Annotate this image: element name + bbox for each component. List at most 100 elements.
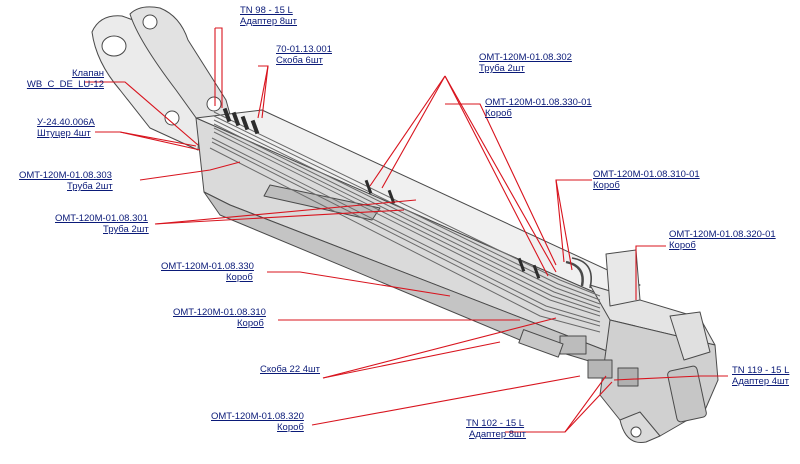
callout-tn119: TN 119 - 15 L Адаптер 4шт <box>732 365 789 387</box>
callout-klapan: Клапан WB_C_DE_LU-12 <box>24 68 104 90</box>
leader-truba-302-a <box>369 75 446 187</box>
side-lug-hole <box>164 110 180 126</box>
head-tube <box>667 365 707 423</box>
leader-truba-302-b <box>381 75 446 189</box>
leader-klapan <box>85 81 199 146</box>
leader-skoba-22-a <box>322 341 501 379</box>
beam-slot <box>263 184 381 221</box>
tube-line-6 <box>213 131 601 317</box>
leader-truba-302-d <box>444 75 549 277</box>
callout-truba-303-desc: Труба 2шт <box>67 181 113 192</box>
callout-korob-320: OMT-120M-01.08.320 Короб <box>211 411 304 433</box>
callout-tn98-part: TN 98 - 15 L <box>240 5 293 16</box>
tube-bundle <box>209 111 601 333</box>
callout-shtucer: У-24.40.006А Штуцер 4шт <box>37 117 95 139</box>
fitting-block-3 <box>617 367 639 387</box>
callout-klapan-part: Клапан <box>71 68 104 79</box>
callout-korob-330-01-part: OMT-120M-01.08.330-01 <box>485 97 592 108</box>
leader-korob-320 <box>311 375 581 426</box>
callout-truba-302-part: OMT-120M-01.08.302 <box>479 52 572 63</box>
callout-korob-320-01: OMT-120M-01.08.320-01 Короб <box>669 229 776 251</box>
callout-korob-310: OMT-120M-01.08.310 Короб <box>173 307 266 329</box>
callout-korob-320-part: OMT-120M-01.08.320 <box>211 411 304 422</box>
leader-tn98-b <box>215 27 223 108</box>
leader-korob-330 <box>267 271 451 297</box>
tube-line-4 <box>213 123 601 309</box>
leader-skoba-22-b <box>322 317 557 379</box>
leader-korob-320-01 <box>635 245 666 300</box>
callout-truba-302: OMT-120M-01.08.302 Труба 2шт <box>479 52 572 74</box>
tube-line-3 <box>213 119 601 305</box>
callout-truba-303-part: OMT-120M-01.08.303 <box>19 170 112 181</box>
callout-tn102-part: TN 102 - 15 L <box>466 418 525 429</box>
leader-korob-330-01 <box>445 103 557 266</box>
callout-tn98: TN 98 - 15 L Адаптер 8шт <box>240 5 297 27</box>
callout-korob-310-01: OMT-120M-01.08.310-01 Короб <box>593 169 700 191</box>
callout-korob-310-desc: Короб <box>237 318 264 329</box>
callout-truba-301-desc: Труба 2шт <box>103 224 149 235</box>
callout-truba-301-part: OMT-120M-01.08.301 <box>55 213 148 224</box>
callout-shtucer-desc: Штуцер 4шт <box>37 128 91 139</box>
callout-klapan-desc: WB_C_DE_LU-12 <box>26 79 104 90</box>
leader-lines <box>85 27 728 433</box>
callout-korob-330-part: OMT-120M-01.08.330 <box>161 261 254 272</box>
callout-korob-320-01-desc: Короб <box>669 240 696 251</box>
right-lug-hole <box>142 14 158 30</box>
tube-line-8 <box>211 141 601 327</box>
callout-korob-330-desc: Короб <box>226 272 253 283</box>
leader-tn102-b <box>564 381 613 433</box>
leader-skoba-70-b <box>257 65 269 119</box>
clamps <box>222 107 541 279</box>
lower-bracket <box>518 329 564 358</box>
tube-line-2 <box>213 115 601 301</box>
callout-tn102: TN 102 - 15 L Адаптер 8шт <box>466 418 526 440</box>
callout-skoba-70-desc: Скоба 6шт <box>276 55 323 66</box>
callout-korob-330: OMT-120M-01.08.330 Короб <box>161 261 254 283</box>
callout-skoba-22-part: Скоба 22 4шт <box>260 364 321 375</box>
hose-loop-2 <box>571 257 592 289</box>
clamp-7 <box>517 257 526 272</box>
clamp-2 <box>231 111 241 127</box>
tube-line-5 <box>213 127 601 313</box>
tube-line-9 <box>209 147 601 333</box>
callout-truba-303: OMT-120M-01.08.303 Труба 2шт <box>19 170 113 192</box>
callout-korob-320-01-part: OMT-120M-01.08.320-01 <box>669 229 776 240</box>
head-ear <box>619 411 661 444</box>
callout-shtucer-part: У-24.40.006А <box>37 117 95 128</box>
head-ear-hole <box>630 426 642 438</box>
callout-truba-302-desc: Труба 2шт <box>479 63 525 74</box>
callout-skoba-70: 70-01.13.001 Скоба 6шт <box>276 44 332 66</box>
leader-truba-303 <box>139 161 241 181</box>
callout-skoba-70-part: 70-01.13.001 <box>276 44 332 55</box>
clamp-8 <box>532 264 541 279</box>
leader-truba-301-b <box>154 209 405 225</box>
callout-tn119-desc: Адаптер 4шт <box>732 376 790 387</box>
callout-tn102-desc: Адаптер 8шт <box>469 429 527 440</box>
boom-arm <box>91 6 719 444</box>
callout-korob-320-desc: Короб <box>277 422 304 433</box>
leader-truba-302-c <box>444 75 557 273</box>
callout-skoba-22: Скоба 22 4шт <box>260 364 320 375</box>
callout-tn98-desc: Адаптер 8шт <box>240 16 298 27</box>
callout-korob-330-01-desc: Короб <box>485 108 512 119</box>
right-lug-plate <box>129 6 241 151</box>
tube-line-7 <box>211 137 601 323</box>
middle-lug-hole <box>206 96 222 112</box>
clamp-5 <box>364 179 373 194</box>
fitting-block-2 <box>587 359 613 379</box>
leader-tn119 <box>613 375 728 381</box>
leader-truba-301-a <box>154 199 417 225</box>
right-end-plate <box>669 311 711 361</box>
hose-loop <box>565 260 584 287</box>
callout-korob-310-01-desc: Короб <box>593 180 620 191</box>
callout-truba-301: OMT-120M-01.08.301 Труба 2шт <box>55 213 149 235</box>
left-lug-hole <box>101 35 127 57</box>
clamp-4 <box>250 119 260 135</box>
callout-korob-330-01: OMT-120M-01.08.330-01 Короб <box>485 97 592 119</box>
tube-line-1 <box>213 111 601 297</box>
clamp-1 <box>222 107 232 123</box>
leader-shtucer-b <box>119 131 197 147</box>
callout-korob-310-part: OMT-120M-01.08.310 <box>173 307 266 318</box>
